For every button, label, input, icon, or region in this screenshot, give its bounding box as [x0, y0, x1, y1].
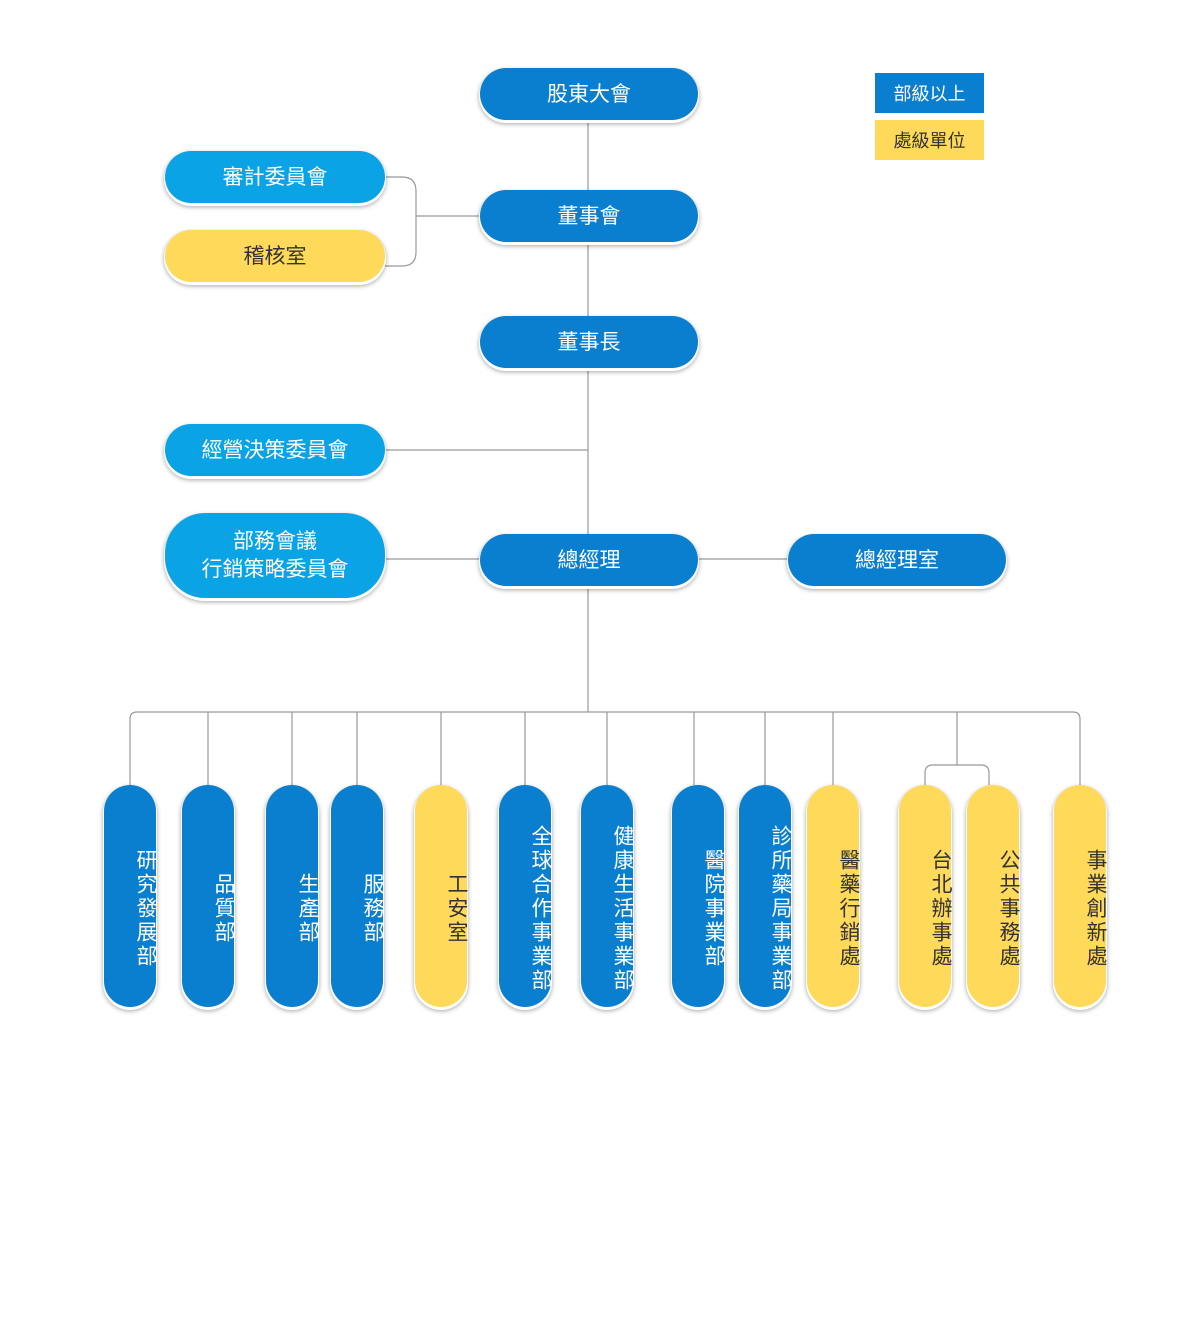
node-shareholders: 股東大會	[480, 68, 698, 120]
legend-division: 處級單位	[875, 120, 984, 160]
unit-marketing: 醫藥行銷處	[807, 785, 861, 1007]
line-unit-bus	[129, 711, 1081, 785]
node-chairman: 董事長	[480, 316, 698, 368]
unit-quality: 品質部	[182, 785, 236, 1007]
unit-clinic: 診所藥局事業部	[739, 785, 793, 1007]
node-decision-committee: 經營決策委員會	[165, 424, 385, 476]
legend-department: 部級以上	[875, 73, 984, 113]
node-president-office: 總經理室	[788, 534, 1006, 586]
line-audit-bracket	[385, 176, 417, 267]
unit-production: 生產部	[266, 785, 320, 1007]
node-meeting-committee: 部務會議 行銷策略委員會	[165, 513, 385, 598]
node-president: 總經理	[480, 534, 698, 586]
unit-service: 服務部	[331, 785, 385, 1007]
line-office-bracket	[924, 764, 990, 785]
node-audit-committee: 審計委員會	[165, 151, 385, 203]
unit-health: 健康生活事業部	[581, 785, 635, 1007]
unit-safety: 工安室	[415, 785, 469, 1007]
unit-innovation: 事業創新處	[1054, 785, 1108, 1007]
node-board: 董事會	[480, 190, 698, 242]
unit-global: 全球合作事業部	[499, 785, 553, 1007]
unit-rd: 研究發展部	[104, 785, 158, 1007]
node-audit-office: 稽核室	[165, 230, 385, 282]
unit-hospital: 醫院事業部	[672, 785, 726, 1007]
unit-public-affairs: 公共事務處	[967, 785, 1021, 1007]
unit-taipei-office: 台北辦事處	[899, 785, 953, 1007]
